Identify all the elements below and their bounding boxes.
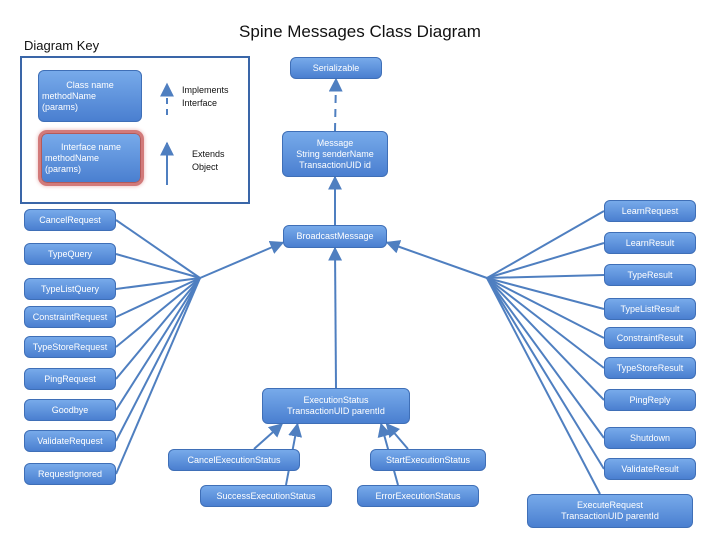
edge-pingreply-to-broadcastmessage	[486, 277, 605, 401]
edge-message-to-serializable	[328, 77, 343, 132]
edge-typelistquery-to-broadcastmessage	[115, 277, 201, 290]
edge-typelistresult-to-broadcastmessage	[486, 277, 605, 310]
node-typestoreresult[interactable]: TypeStoreResult	[604, 357, 696, 379]
edge-constraintrequest-to-broadcastmessage	[115, 277, 201, 318]
node-constraintrequest[interactable]: ConstraintRequest	[24, 306, 116, 328]
node-requestignored[interactable]: RequestIgnored	[24, 463, 116, 485]
node-typeresult[interactable]: TypeResult	[604, 264, 696, 286]
node-serializable[interactable]: Serializable	[290, 57, 382, 79]
node-errorexecutionstatus[interactable]: ErrorExecutionStatus	[357, 485, 479, 507]
edge-typeresult-to-broadcastmessage	[486, 274, 605, 279]
edge-validaterequest-to-broadcastmessage	[115, 277, 201, 442]
node-cancelexecutionstatus[interactable]: CancelExecutionStatus	[168, 449, 300, 471]
edge-requestignored-to-broadcastmessage	[115, 277, 201, 475]
node-typelistresult[interactable]: TypeListResult	[604, 298, 696, 320]
node-shutdown[interactable]: Shutdown	[604, 427, 696, 449]
diagram-title: Spine Messages Class Diagram	[239, 22, 481, 41]
key-class-box: Class name methodName (params)	[38, 70, 142, 122]
node-pingreply[interactable]: PingReply	[604, 389, 696, 411]
node-typestorerequest[interactable]: TypeStoreRequest	[24, 336, 116, 358]
edge-cancelexecutionstatus-to-executionstatus	[253, 423, 284, 450]
node-successexecutionstatus[interactable]: SuccessExecutionStatus	[200, 485, 332, 507]
edge-pingrequest-to-broadcastmessage	[115, 277, 201, 380]
key-title: Diagram Key	[24, 38, 100, 53]
edge-startexecutionstatus-to-executionstatus	[385, 422, 409, 450]
node-learnresult[interactable]: LearnResult	[604, 232, 696, 254]
key-interface-box: Interface name methodName (params)	[41, 133, 141, 183]
edge-executionstatus-to-broadcastmessage	[328, 246, 343, 389]
edge-typequery-to-broadcastmessage	[115, 253, 201, 279]
edge-typestorerequest-to-broadcastmessage	[115, 277, 201, 348]
node-validateresult[interactable]: ValidateResult	[604, 458, 696, 480]
node-typequery[interactable]: TypeQuery	[24, 243, 116, 265]
node-validaterequest[interactable]: ValidateRequest	[24, 430, 116, 452]
key-implements-label: Implements Interface	[182, 85, 229, 108]
node-cancelrequest[interactable]: CancelRequest	[24, 209, 116, 231]
edge-right-group-to-broadcastmessage	[385, 240, 488, 279]
node-startexecutionstatus[interactable]: StartExecutionStatus	[370, 449, 486, 471]
edge-left-group-to-broadcastmessage	[199, 241, 285, 279]
node-broadcastmessage[interactable]: BroadcastMessage	[283, 225, 387, 248]
key-extends-label: Extends Object	[192, 149, 225, 172]
node-goodbye[interactable]: Goodbye	[24, 399, 116, 421]
edge-learnrequest-to-broadcastmessage	[486, 210, 605, 279]
node-learnrequest[interactable]: LearnRequest	[604, 200, 696, 222]
edge-shutdown-to-broadcastmessage	[486, 277, 605, 439]
edge-goodbye-to-broadcastmessage	[115, 277, 201, 411]
edge-constraintresult-to-broadcastmessage	[486, 277, 605, 339]
edge-learnresult-to-broadcastmessage	[486, 242, 605, 279]
edge-cancelrequest-to-broadcastmessage	[115, 219, 201, 279]
edge-executerequest-to-broadcastmessage	[486, 277, 601, 495]
node-constraintresult[interactable]: ConstraintResult	[604, 327, 696, 349]
edge-typestoreresult-to-broadcastmessage	[486, 277, 605, 369]
edge-validateresult-to-broadcastmessage	[486, 277, 605, 470]
node-pingrequest[interactable]: PingRequest	[24, 368, 116, 390]
node-typelistquery[interactable]: TypeListQuery	[24, 278, 116, 300]
